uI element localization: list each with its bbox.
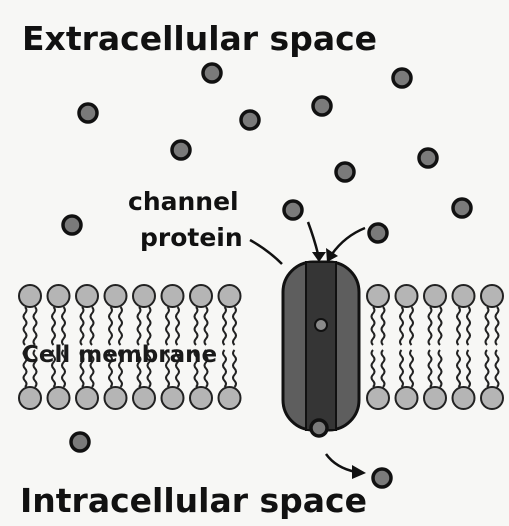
arrow-left-in — [308, 222, 318, 254]
lipid-head — [190, 285, 212, 307]
lipid-tail — [205, 307, 208, 345]
intracellular-molecules — [71, 420, 391, 487]
molecule — [393, 69, 411, 87]
channel-leader-line — [250, 240, 282, 264]
lipid-head — [19, 387, 41, 409]
molecule — [311, 420, 327, 436]
arrowhead — [352, 465, 366, 479]
channel-label-line1: channel — [128, 187, 239, 216]
molecule — [453, 199, 471, 217]
molecule — [63, 216, 81, 234]
lipid-head — [76, 285, 98, 307]
molecule — [336, 163, 354, 181]
lipid-tail — [429, 350, 432, 387]
extracellular-label: Extracellular space — [22, 19, 377, 58]
lipid-tail — [119, 307, 122, 345]
intracellular-label: Intracellular space — [20, 481, 367, 520]
lipid-tail — [382, 307, 385, 345]
molecule — [419, 149, 437, 167]
lipid-head — [481, 387, 503, 409]
molecule — [284, 201, 302, 219]
lipid-head — [481, 285, 503, 307]
lipid-tail — [467, 307, 470, 345]
membrane-label: Cell membrane — [22, 342, 217, 368]
lipid-head — [367, 285, 389, 307]
lipid-tail — [52, 307, 55, 345]
extracellular-molecules — [63, 64, 471, 242]
arrow-right-in — [332, 228, 365, 254]
lipid-tail — [195, 307, 198, 345]
lipid-tail — [223, 350, 226, 387]
molecule-in-pore — [315, 319, 327, 331]
lipid-tail — [496, 350, 499, 387]
lipid-head — [48, 387, 70, 409]
lipid-head — [396, 285, 418, 307]
lipid-head — [105, 387, 127, 409]
lipid-head — [19, 285, 41, 307]
lipid-head — [162, 285, 184, 307]
lipid-tail — [382, 350, 385, 387]
lipid-tail — [429, 307, 432, 345]
lipid-tail — [467, 350, 470, 387]
lipid-tail — [81, 307, 84, 345]
lipid-tail — [457, 307, 460, 345]
lipid-tail — [439, 350, 442, 387]
lipid-head — [219, 285, 241, 307]
protein-pore — [306, 262, 336, 430]
lipid-tail — [109, 307, 112, 345]
lipid-tail — [233, 350, 236, 387]
lipid-tail — [496, 307, 499, 345]
lipid-tail — [62, 307, 65, 345]
channel-protein — [283, 262, 359, 430]
molecule — [172, 141, 190, 159]
lipid-head — [396, 387, 418, 409]
arrow-out — [326, 454, 356, 472]
lipid-tail — [457, 350, 460, 387]
molecule — [373, 469, 391, 487]
lipid-head — [367, 387, 389, 409]
lipid-head — [424, 285, 446, 307]
lipid-head — [453, 387, 475, 409]
lipid-head — [219, 387, 241, 409]
lipid-tail — [410, 350, 413, 387]
lipid-tail — [34, 307, 37, 345]
lipid-head — [76, 387, 98, 409]
lipid-tail — [372, 307, 375, 345]
lipid-tail — [486, 307, 489, 345]
molecule — [203, 64, 221, 82]
lipid-tail — [138, 307, 141, 345]
lipid-tail — [372, 350, 375, 387]
channel-label-line2: protein — [140, 223, 243, 252]
lipid-tail — [176, 307, 179, 345]
lipid-tail — [400, 350, 403, 387]
lipid-tail — [91, 307, 94, 345]
lipid-tail — [233, 307, 236, 345]
lipid-tail — [400, 307, 403, 345]
lipid-tail — [148, 307, 151, 345]
molecule — [71, 433, 89, 451]
molecule — [369, 224, 387, 242]
lipid-tail — [24, 307, 27, 345]
lipid-tail — [166, 307, 169, 345]
lipid-head — [133, 387, 155, 409]
lipid-tail — [223, 307, 226, 345]
molecule — [313, 97, 331, 115]
lipid-head — [190, 387, 212, 409]
molecule — [241, 111, 259, 129]
lipid-tail — [410, 307, 413, 345]
lipid-tail — [439, 307, 442, 345]
lipid-head — [105, 285, 127, 307]
lipid-head — [162, 387, 184, 409]
lipid-head — [453, 285, 475, 307]
molecule — [79, 104, 97, 122]
lipid-tail — [486, 350, 489, 387]
lipid-head — [48, 285, 70, 307]
lipid-head — [424, 387, 446, 409]
lipid-head — [133, 285, 155, 307]
